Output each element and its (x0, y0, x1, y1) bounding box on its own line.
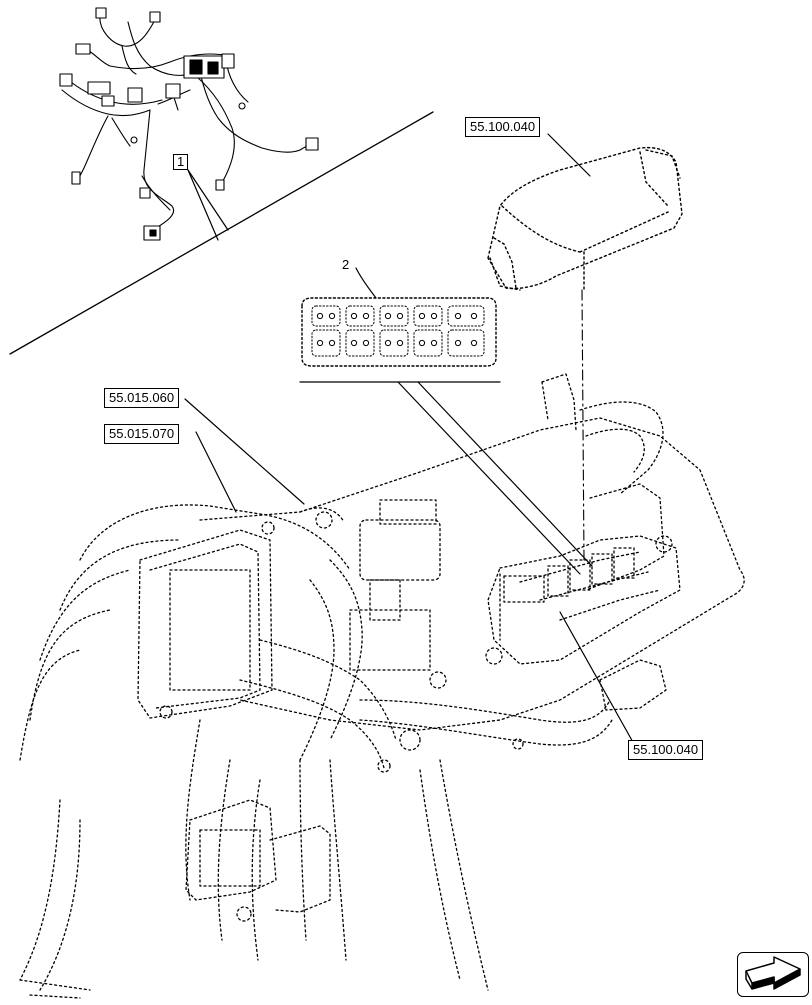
leader-fuse-card-b (417, 381, 593, 567)
fuse-box-reference[interactable]: 55.100.040 (628, 740, 704, 760)
leader-fuse-card-a (397, 381, 581, 575)
leader-fuse-box (559, 611, 635, 745)
alignment-line (581, 289, 585, 561)
leader-harness-a (184, 398, 305, 505)
main-assembly-drawing (19, 373, 745, 999)
item-number-2[interactable]: 2 (342, 257, 350, 272)
item-1-leader-b (187, 169, 229, 231)
inset-wiring-harness (59, 7, 319, 241)
fuse-card-drawing (301, 267, 497, 367)
item-1-leader-a (187, 169, 219, 241)
leader-cover (547, 133, 591, 177)
item-number-1[interactable]: 1 (173, 154, 189, 170)
inset-separator-line (9, 111, 434, 355)
fuse-box-cover-reference[interactable]: 55.100.040 (465, 117, 541, 137)
harness-reference-a[interactable]: 55.015.060 (104, 388, 180, 408)
callout-leaders (184, 133, 635, 745)
next-page-button[interactable] (737, 952, 809, 997)
harness-reference-b[interactable]: 55.015.070 (104, 424, 180, 444)
fuse-box-cover-drawing (487, 146, 683, 291)
leader-harness-b (195, 431, 237, 513)
next-page-arrow-icon (745, 956, 801, 990)
